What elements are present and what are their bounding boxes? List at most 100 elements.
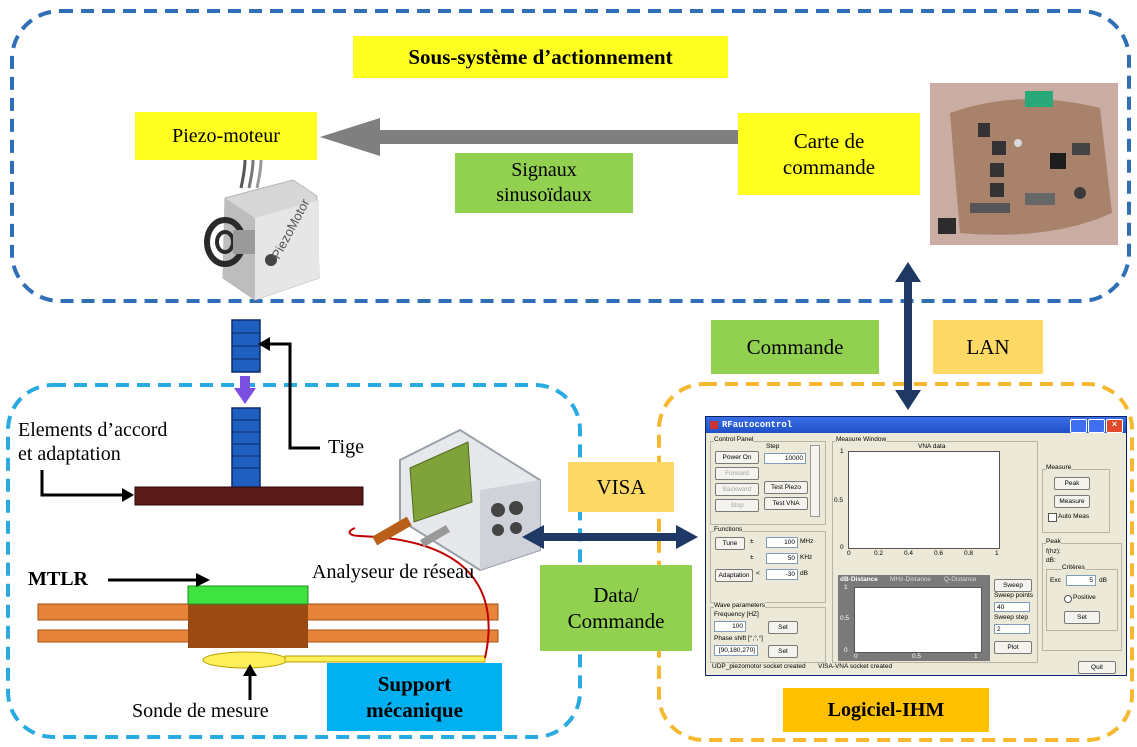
- y-tick-0: 0: [840, 544, 844, 551]
- measure-window-title: Measure Window: [836, 436, 887, 443]
- positive-label: Positive: [1073, 594, 1096, 601]
- lan-label: LAN: [933, 320, 1043, 374]
- actuation-title: Sous-système d’actionnement: [353, 36, 728, 78]
- peak-frame: [1042, 543, 1122, 651]
- sweep-step-select[interactable]: 2: [994, 624, 1030, 634]
- mechanical-support-border: [6, 383, 582, 739]
- signals-line1: Signaux: [511, 159, 577, 181]
- wave-params-frame: [710, 607, 826, 663]
- vna-data-title: VNA data: [918, 443, 946, 450]
- sweep-points-value: 40: [997, 603, 1005, 611]
- vna-plot: [848, 451, 1000, 549]
- wave-params-title: Wave parameters: [714, 602, 766, 609]
- tab-q-distance[interactable]: Q-Distance: [944, 576, 977, 583]
- mechanical-diagram: [37, 319, 541, 700]
- small-x-tick-05: 0.5: [912, 653, 922, 660]
- small-y-tick-0: 0: [844, 647, 848, 654]
- app-icon: [710, 421, 718, 429]
- quit-button[interactable]: Quit: [1078, 661, 1116, 674]
- x-tick-04: 0.4: [904, 550, 914, 557]
- db-label: dB:: [1046, 557, 1056, 564]
- pm-unit: KHz: [800, 554, 813, 561]
- phase-set-button[interactable]: Set: [768, 645, 798, 658]
- signals-line2: sinusoïdaux: [496, 184, 592, 206]
- test-piezo-button[interactable]: Test Piezo: [764, 481, 808, 494]
- control-panel-title: Control Panel: [714, 436, 754, 443]
- frequency-label: Frequency [HZ]: [714, 611, 759, 618]
- software-border: [657, 382, 1134, 742]
- pm-input[interactable]: 50: [766, 553, 798, 564]
- measure-button[interactable]: Measure: [1054, 495, 1090, 508]
- sweep-button[interactable]: Sweep: [994, 579, 1032, 592]
- sweep-step-value: 2: [997, 625, 1001, 633]
- distance-plot: [854, 587, 982, 653]
- small-y-tick-1: 1: [844, 584, 848, 591]
- y-tick-05: 0.5: [834, 497, 844, 504]
- x-tick-0: 0: [847, 550, 851, 557]
- data-command-label: Data/ Commande: [540, 565, 692, 651]
- minimize-icon[interactable]: [1070, 419, 1087, 433]
- functions-frame: [710, 531, 826, 603]
- actuation-subsystem-border: [10, 9, 1131, 303]
- positive-radio[interactable]: [1064, 595, 1072, 603]
- exc-unit: dB: [1099, 577, 1107, 584]
- status-visa: VISA-VNA socket created: [818, 663, 893, 670]
- piezo-motor-image: PiezoMotor: [204, 160, 320, 301]
- measure-frame: [1042, 469, 1110, 533]
- tune-input[interactable]: 100: [766, 537, 798, 548]
- close-icon[interactable]: ×: [1106, 419, 1123, 433]
- measure-window-frame: [832, 441, 1038, 663]
- plot-button[interactable]: Plot: [994, 641, 1032, 654]
- sweep-points-select[interactable]: 40: [994, 602, 1030, 612]
- control-scrollbar[interactable]: [810, 445, 820, 517]
- x-tick-06: 0.6: [934, 550, 944, 557]
- exc-input[interactable]: 5: [1066, 575, 1096, 586]
- elements-line1: Elements d’accord: [18, 419, 168, 441]
- control-board-label: Carte de commande: [738, 113, 920, 195]
- piezo-motor-label: Piezo-moteur: [135, 112, 317, 160]
- auto-meas-checkbox[interactable]: [1048, 513, 1057, 522]
- software-label: Logiciel-IHM: [783, 688, 989, 732]
- power-on-button[interactable]: Power On: [715, 451, 759, 464]
- peak-group-title: Peak: [1046, 538, 1061, 545]
- control-board-line2: commande: [782, 155, 876, 179]
- small-x-tick-1: 1: [974, 653, 978, 660]
- phase-input[interactable]: [90,180,270]: [714, 645, 758, 656]
- y-tick-1: 1: [840, 448, 844, 455]
- f-hz-label: f(hz):: [1046, 548, 1061, 555]
- tune-unit: MHz: [800, 538, 814, 545]
- forward-button[interactable]: Forward: [715, 467, 759, 480]
- adapt-unit: dB: [800, 570, 808, 577]
- signal-arrow: [320, 118, 738, 156]
- backward-button[interactable]: Backward: [715, 483, 759, 496]
- adapt-sym: <: [756, 570, 760, 577]
- analyser-label: Analyseur de réseau: [312, 561, 475, 583]
- tune-button[interactable]: Tune: [715, 537, 745, 550]
- test-vna-button[interactable]: Test VNA: [764, 497, 808, 510]
- elements-label: Elements d’accord et adaptation: [18, 418, 167, 466]
- visa-arrow: [522, 525, 698, 549]
- phase-label: Phase shift [°,°,°]: [714, 635, 763, 642]
- tige-label: Tige: [328, 436, 364, 458]
- pm-sym: ±: [750, 554, 754, 561]
- adapt-input[interactable]: -30: [766, 569, 798, 580]
- adaptation-button[interactable]: Adaptation: [715, 569, 753, 582]
- peak-button[interactable]: Peak: [1054, 477, 1090, 490]
- window-title: RFautocontrol: [722, 420, 793, 430]
- sweep-points-label: Sweep points: [994, 592, 1034, 599]
- step-label: Step: [766, 443, 780, 450]
- stop-button[interactable]: Stop: [715, 499, 759, 512]
- control-board-photo: [930, 83, 1118, 245]
- criteres-set-button[interactable]: Set: [1064, 611, 1100, 624]
- frequency-set-button[interactable]: Set: [768, 621, 798, 634]
- support-line1: Support: [377, 671, 452, 696]
- x-tick-08: 0.8: [964, 550, 974, 557]
- sweep-step-label: Sweep step: [994, 614, 1028, 621]
- frequency-input[interactable]: 100: [714, 621, 746, 632]
- tab-db-distance[interactable]: dB-Distance: [840, 576, 878, 583]
- tab-mhz-distance[interactable]: MHz-Distance: [890, 576, 931, 583]
- maximize-icon[interactable]: [1088, 419, 1105, 433]
- step-input[interactable]: 10000: [764, 453, 806, 464]
- software-window: RFautocontrol × Control Panel Power On F…: [705, 416, 1127, 676]
